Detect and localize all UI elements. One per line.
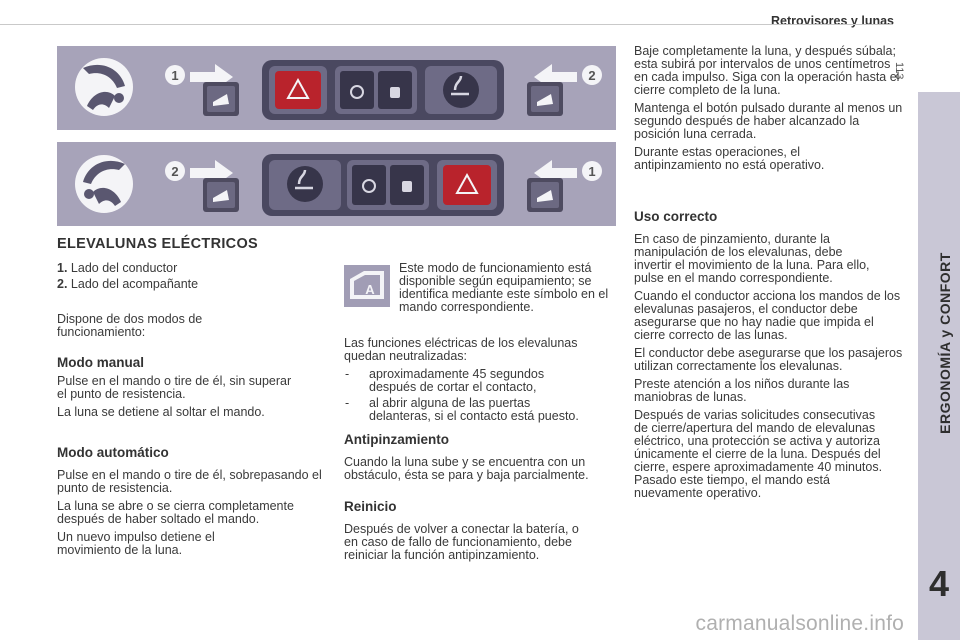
hold-button-paragraph: Mantenga el botón pulsado durante al men… — [634, 101, 903, 141]
auto-symbol-note: Este modo de funcionamiento está disponi… — [399, 261, 609, 314]
reset-title: Reinicio — [344, 499, 397, 514]
auto-symbol-letter: A — [365, 282, 375, 297]
correct-use-paragraph-5: Después de varias solicitudes consecutiv… — [634, 408, 883, 500]
chapter-side-tab — [918, 92, 960, 640]
header-divider — [0, 24, 893, 25]
correct-use-paragraph-4: Preste atención a los niños durante las … — [634, 377, 850, 404]
list-text: aproximadamente 45 segundos después de c… — [369, 367, 545, 394]
list-item: 2. Lado del acompañante — [57, 278, 327, 291]
anti-pinch-title: Antipinzamiento — [344, 432, 449, 447]
anti-pinch-paragraph: Cuando la luna sube y se encuentra con u… — [344, 455, 589, 482]
callout-2: 2 — [588, 68, 595, 83]
anti-pinch-inactive-paragraph: Durante estas operaciones, el antipinzam… — [634, 145, 825, 172]
section-title: ELEVALUNAS ELÉCTRICOS — [57, 236, 258, 252]
intro-paragraph: Dispone de dos modos de funcionamiento: — [57, 312, 203, 339]
window-switch-left — [203, 82, 239, 116]
callout-1: 1 — [171, 68, 178, 83]
auto-window-symbol: A — [344, 265, 390, 307]
list-text: Lado del conductor — [70, 261, 178, 275]
auto-mode-paragraph-2: La luna se abre o se cierra completament… — [57, 499, 294, 526]
passenger-door-controls-illustration: 2 1 — [75, 154, 602, 216]
auto-mode-paragraph-3: Un nuevo impulso detiene el movimiento d… — [57, 530, 215, 557]
reset-procedure-paragraph: Baje completamente la luna, y después sú… — [634, 44, 900, 97]
auto-mode-title: Modo automático — [57, 445, 169, 460]
manual-mode-paragraph-2: La luna se detiene al soltar el mando. — [57, 405, 265, 419]
illustration-driver-panel: 1 2 — [57, 46, 616, 130]
callout-1: 1 — [588, 164, 595, 179]
auto-mode-paragraph-1: Pulse en el mando o tire de él, sobrepas… — [57, 468, 322, 495]
list-text: Lado del acompañante — [70, 277, 199, 291]
correct-use-paragraph-3: El conductor debe asegurarse que los pas… — [634, 346, 903, 373]
column-right: Baje completamente la luna, y después sú… — [634, 45, 909, 505]
watermark: carmanualsonline.info — [695, 612, 904, 635]
manual-mode-title: Modo manual — [57, 355, 144, 370]
correct-use-paragraph-2: Cuando el conductor acciona los mandos d… — [634, 289, 901, 342]
mirror-control-icon — [75, 155, 133, 213]
list-text: al abrir alguna de las puertas delantera… — [369, 396, 579, 423]
manual-mode-paragraph-1: Pulse en el mando o tire de él, sin supe… — [57, 374, 292, 401]
driver-door-controls-illustration: 1 2 — [75, 58, 602, 120]
mirror-control-icon — [75, 58, 133, 116]
column-left: 1. Lado del conductor 2. Lado del acompa… — [57, 262, 327, 562]
chapter-number: 4 — [928, 563, 950, 604]
dash-bullet: - — [345, 396, 350, 410]
list-number: 1. — [57, 261, 68, 275]
callout-2: 2 — [171, 164, 178, 179]
auto-window-icon: A — [350, 271, 384, 299]
center-switch-cluster — [262, 154, 504, 216]
center-switch-cluster — [262, 60, 504, 120]
window-switch-right — [527, 82, 563, 116]
window-switch-left — [203, 178, 239, 212]
list-item: - al abrir alguna de las puertas delante… — [344, 397, 589, 423]
reset-paragraph: Después de volver a conectar la batería,… — [344, 522, 579, 562]
page-header-title: Retrovisores y lunas — [771, 14, 894, 28]
window-switch-right — [527, 178, 563, 212]
column-middle: Las funciones eléctricas de los elevalun… — [344, 337, 614, 567]
correct-use-title: Uso correcto — [634, 209, 718, 224]
correct-use-paragraph-1: En caso de pinzamiento, durante la manip… — [634, 232, 870, 285]
list-item: - aproximadamente 45 segundos después de… — [344, 368, 594, 394]
illustration-passenger-panel: 2 1 — [57, 142, 616, 226]
dash-bullet: - — [345, 367, 350, 381]
chapter-tab-label: ERGONOMÍA y CONFORT — [937, 252, 953, 434]
list-item: 1. Lado del conductor — [57, 262, 327, 275]
neutralized-paragraph: Las funciones eléctricas de los elevalun… — [344, 336, 578, 363]
list-number: 2. — [57, 277, 68, 291]
